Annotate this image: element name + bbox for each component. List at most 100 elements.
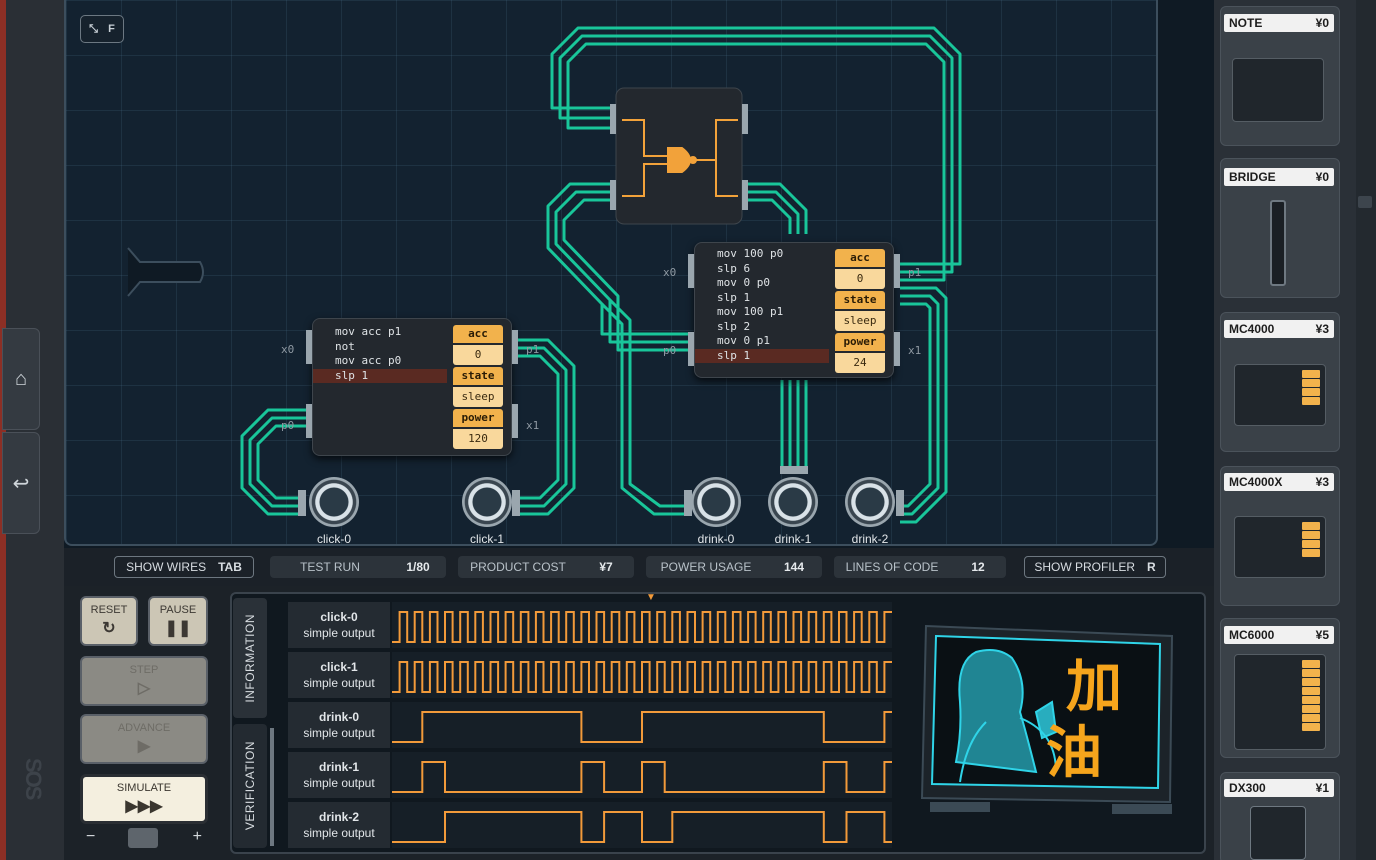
show-profiler-button[interactable]: SHOW PROFILER R: [1024, 556, 1166, 578]
step-button[interactable]: STEP ▷: [80, 656, 208, 706]
signal-type: simple output: [303, 826, 375, 840]
advance-button[interactable]: ADVANCE ▶: [80, 714, 208, 764]
output-label: click-0: [316, 532, 351, 546]
speed-minus[interactable]: −: [86, 828, 96, 845]
left-rail: ⌂ ↩ SOS: [0, 0, 64, 860]
signal-type: simple output: [303, 626, 375, 640]
tab-information[interactable]: INFORMATION: [233, 598, 267, 718]
output-connectors: [298, 466, 904, 516]
lines-of-code-value: 12: [971, 560, 985, 574]
register-label: power: [835, 333, 885, 351]
waveform-drink-1: [392, 761, 892, 793]
code-line[interactable]: mov 100 p1: [717, 305, 784, 318]
register-value: 24: [835, 353, 885, 373]
port-connector: [306, 404, 312, 438]
undo-button[interactable]: ↩: [2, 432, 40, 534]
mc4000x-thumbnail-icon: [1234, 516, 1326, 578]
code-line[interactable]: slp 1: [717, 290, 751, 304]
port-connector: [306, 330, 312, 364]
palette-item-name: DX300: [1229, 781, 1266, 795]
home-button[interactable]: ⌂: [2, 328, 40, 430]
output-label: drink-2: [851, 532, 889, 546]
tab-verification[interactable]: VERIFICATION: [233, 724, 267, 848]
reset-icon: ↻: [102, 620, 116, 637]
tab-scrollbar[interactable]: [270, 728, 274, 846]
register-label: acc: [835, 249, 885, 267]
waveform-click-1: [392, 661, 892, 693]
stats-bar: [64, 548, 1214, 586]
output-label: drink-0: [697, 532, 735, 546]
palette-scrollbar-thumb[interactable]: [1358, 196, 1372, 208]
pause-label: PAUSE: [159, 604, 197, 616]
speed-plus[interactable]: +: [192, 828, 202, 845]
power-usage-label: POWER USAGE: [660, 560, 752, 574]
monitor-char-2: 油: [1046, 721, 1102, 786]
palette-item-cost: ¥0: [1315, 16, 1329, 30]
code-line[interactable]: slp 1: [313, 368, 447, 383]
output-node-drink-1[interactable]: [768, 477, 818, 527]
output-node-click-0[interactable]: [309, 477, 359, 527]
palette-item-name: MC4000X: [1229, 475, 1283, 489]
output-node-click-1[interactable]: [462, 477, 512, 527]
register-label: state: [453, 367, 503, 385]
code-line[interactable]: mov 0 p1: [717, 334, 770, 347]
port-connector: [512, 330, 518, 364]
code-line[interactable]: mov 100 p0: [717, 247, 784, 260]
waveform-click-0: [392, 611, 892, 643]
palette-scrollbar[interactable]: [1356, 0, 1376, 860]
logic-gate[interactable]: [610, 87, 748, 225]
show-wires-label: SHOW WIRES: [126, 560, 207, 574]
show-profiler-label: SHOW PROFILER: [1034, 560, 1135, 574]
board-grid[interactable]: [64, 0, 1158, 546]
show-wires-button[interactable]: SHOW WIRES TAB: [114, 556, 254, 578]
show-profiler-key: R: [1147, 560, 1156, 574]
product-cost-stat: PRODUCT COST ¥7: [458, 556, 634, 578]
output-node-drink-0[interactable]: [691, 477, 741, 527]
code-line[interactable]: slp 6: [717, 261, 751, 275]
code-line[interactable]: mov 0 p0: [717, 276, 770, 289]
pause-button[interactable]: PAUSE ❚❚: [148, 596, 208, 646]
nand-gate-icon: [622, 119, 738, 197]
simulate-button[interactable]: SIMULATE ▶▶▶: [80, 774, 208, 824]
output-label: drink-1: [774, 532, 812, 546]
code-line[interactable]: slp 1: [695, 348, 829, 363]
reset-label: RESET: [90, 604, 128, 616]
signal-name: click-1: [320, 660, 358, 674]
fast-forward-icon: ▶▶▶: [125, 798, 163, 815]
output-node-drink-2[interactable]: [845, 477, 895, 527]
dx300-thumbnail-icon: [1250, 806, 1306, 860]
register-label: acc: [453, 325, 503, 343]
port-connector: [512, 404, 518, 438]
speed-slider[interactable]: − +: [80, 828, 208, 848]
code-line[interactable]: mov acc p1: [335, 325, 402, 338]
register-value: 0: [835, 269, 885, 289]
product-cost-label: PRODUCT COST: [470, 560, 566, 574]
code-line[interactable]: slp 2: [717, 319, 751, 333]
test-run-label: TEST RUN: [300, 560, 360, 574]
palette-item-name: BRIDGE: [1229, 170, 1276, 184]
register-value: sleep: [835, 311, 885, 331]
test-run-value: 1/80: [406, 560, 430, 574]
port-label: x0: [663, 266, 677, 279]
code-line[interactable]: not: [335, 339, 355, 353]
reset-button[interactable]: RESET ↻: [80, 596, 138, 646]
bridge-thumbnail-icon: [1270, 200, 1286, 286]
time-cursor-icon: ▼: [646, 592, 656, 603]
code-line[interactable]: mov acc p0: [335, 354, 402, 367]
palette-item-cost: ¥3: [1315, 322, 1329, 336]
speed-slider-knob[interactable]: [128, 828, 158, 848]
test-run-stat: TEST RUN 1/80: [270, 556, 446, 578]
fullscreen-button[interactable]: ⤡ F: [80, 15, 124, 43]
port-label: p0: [663, 344, 677, 357]
